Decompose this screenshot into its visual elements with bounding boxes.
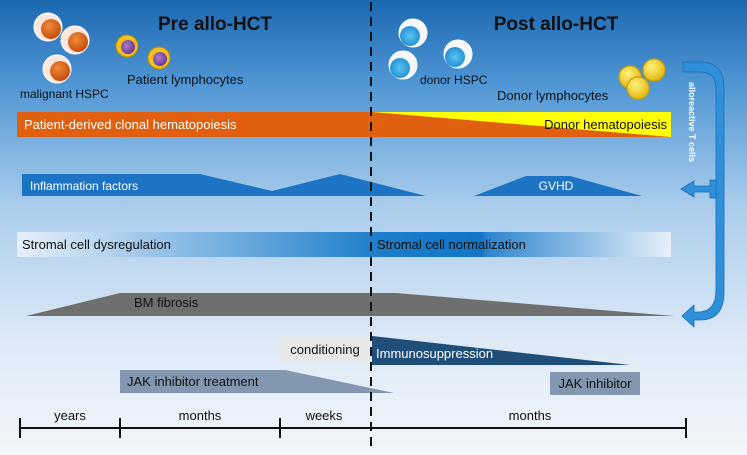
donor-hematopoiesis-label: Donor hematopoiesis [544,117,667,132]
patient-lymphocytes-label: Patient lymphocytes [127,72,244,87]
stromal-normalization-label: Stromal cell normalization [377,237,526,252]
stromal-band [17,232,671,257]
timeline-months-pre-label: months [179,408,222,423]
post-allo-hct-header: Post allo-HCT [494,14,619,35]
jak-inhibitor-treatment-label: JAK inhibitor treatment [127,374,259,389]
jak-inhibitor-post-box [550,372,640,395]
donor-hspc-cells-icon [388,18,473,80]
malignant-hspc-label: malignant HSPC [20,87,109,101]
gvhd-label: GVHD [539,179,574,193]
bm-fibrosis-label: BM fibrosis [134,295,199,310]
clonal-hematopoiesis-label: Patient-derived clonal hematopoiesis [24,117,237,132]
inflammation-label: Inflammation factors [30,179,138,193]
donor-hspc-label: donor HSPC [420,73,488,87]
gvhd-shape [474,176,642,196]
timeline-years-label: years [54,408,86,423]
donor-lymphocytes-icon [618,58,666,100]
timeline-months-post-label: months [509,408,552,423]
bm-fibrosis-shape [26,293,674,316]
alloreactive-t-cells-label: alloreactive T cells [687,82,697,162]
immunosuppression-shape [372,336,630,365]
timeline-axis [19,418,687,438]
patient-lymphocytes-icon [115,34,171,70]
donor-hematopoiesis-wedge [372,112,671,137]
inflammation-peaks [22,174,426,196]
stromal-dysregulation-label: Stromal cell dysregulation [22,237,171,252]
alloreactive-t-cells-arrow-icon [680,61,725,328]
conditioning-label: conditioning [290,342,359,357]
jak-inhibitor-treatment-shape [120,370,394,393]
pre-allo-hct-header: Pre allo-HCT [158,14,272,35]
malignant-hspc-cells-icon [33,12,90,84]
conditioning-box [280,338,370,361]
timeline-weeks-label: weeks [305,408,343,423]
donor-lymphocytes-label: Donor lymphocytes [497,88,609,103]
jak-inhibitor-post-label: JAK inhibitor [559,376,633,391]
immunosuppression-label: Immunosuppression [376,346,493,361]
